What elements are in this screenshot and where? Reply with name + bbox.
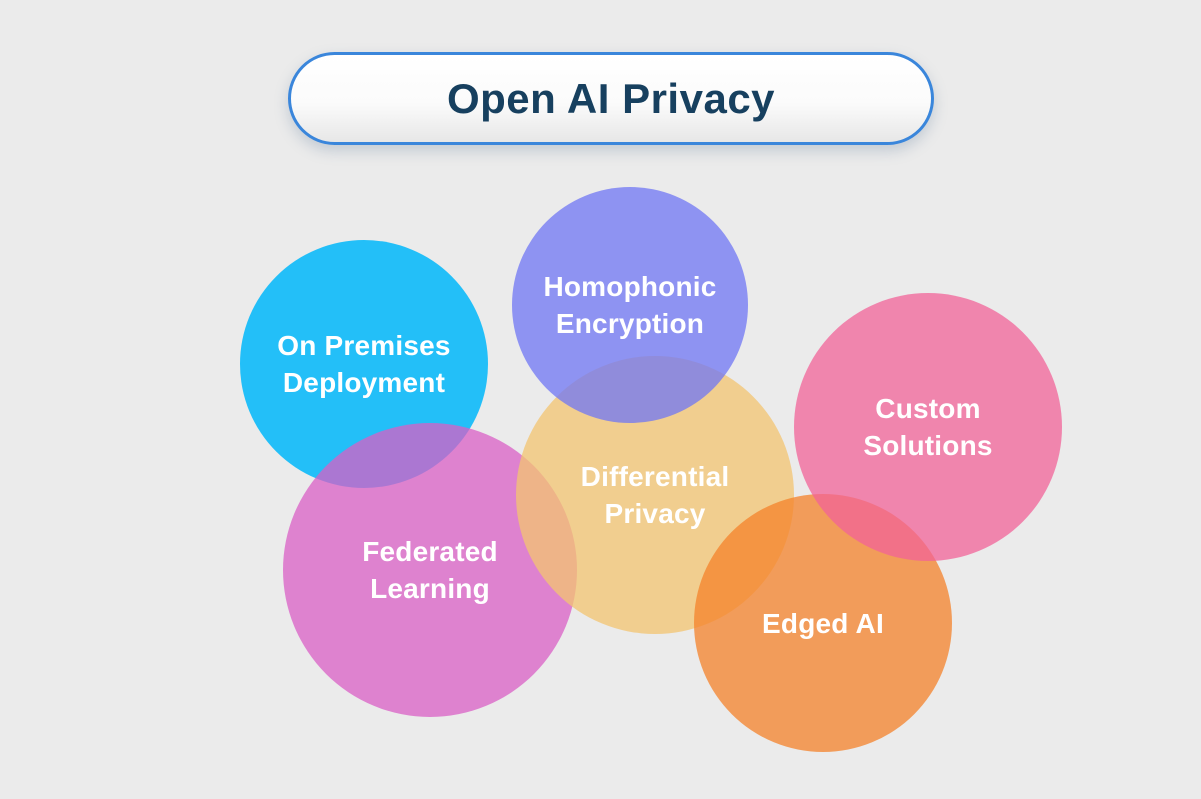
bubble-label-line: Privacy	[604, 498, 706, 529]
bubble-label-custom-solutions: Custom Solutions	[863, 390, 992, 464]
bubble-label-line: Federated	[362, 536, 498, 567]
bubble-label-line: Differential	[580, 461, 730, 492]
bubble-label-line: Deployment	[282, 367, 446, 398]
bubble-label-line: On Premises	[277, 330, 451, 361]
bubble-label-line: Encryption	[555, 308, 705, 339]
bubble-label-line: Homophonic	[543, 271, 717, 302]
bubble-label-on-premises-deployment: On Premises Deployment	[277, 327, 450, 401]
bubble-label-line: Edged AI	[762, 607, 884, 639]
bubble-homophonic-encryption: Homophonic Encryption	[512, 187, 748, 423]
title-pill: Open AI Privacy	[288, 52, 934, 145]
bubble-label-differential-privacy: Differential Privacy	[581, 458, 730, 532]
bubble-label-federated-learning: Federated Learning	[362, 533, 498, 607]
bubble-label-line: Custom	[875, 393, 981, 424]
bubble-label-line: Solutions	[863, 430, 993, 461]
page-title: Open AI Privacy	[446, 74, 776, 122]
bubble-custom-solutions: Custom Solutions	[794, 293, 1062, 561]
bubble-label-homophonic-encryption: Homophonic Encryption	[543, 268, 716, 342]
bubble-label-edged-ai: Edged AI	[762, 605, 884, 642]
bubble-label-line: Learning	[370, 573, 490, 604]
